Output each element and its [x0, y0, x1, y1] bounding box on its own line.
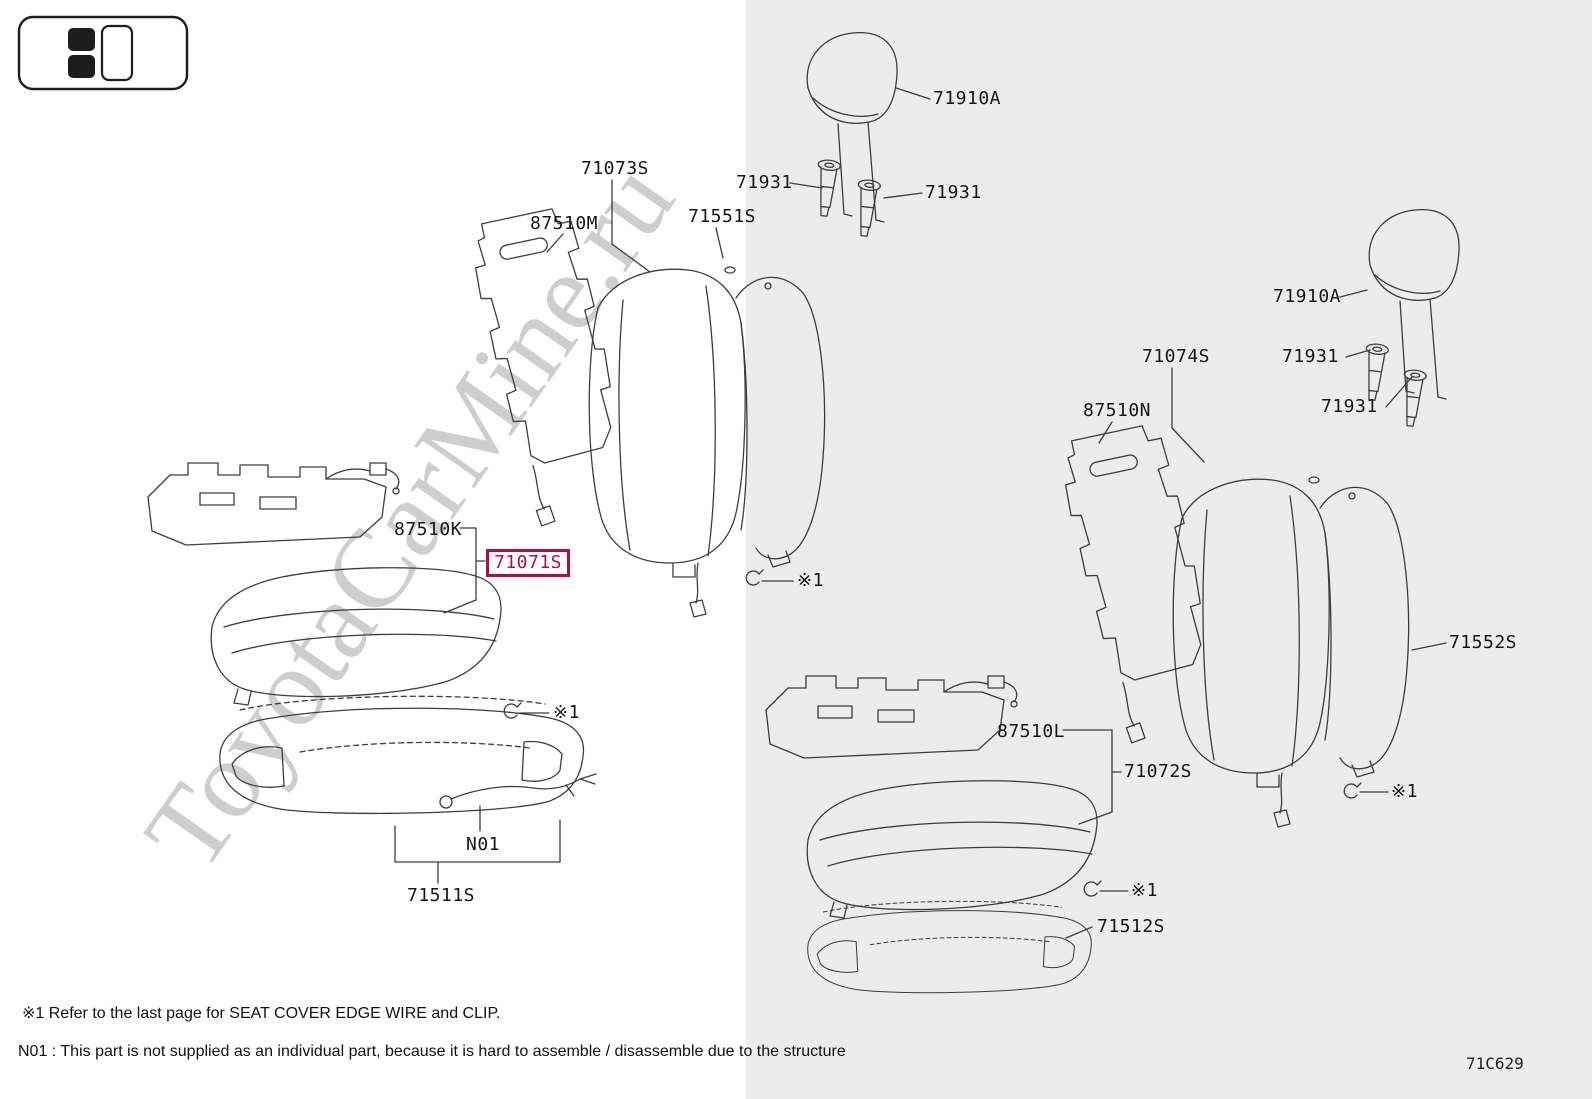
part-label-seatback-heater-right[interactable]: 87510N: [1083, 400, 1152, 421]
part-label-cushion-heater-left[interactable]: 87510K: [394, 519, 463, 540]
right-seat-assembly: [765, 208, 1460, 994]
part-label-cushion-cover-left[interactable]: 71511S: [407, 885, 476, 906]
part-label-guide-left-b[interactable]: 71931: [925, 182, 982, 203]
part-label-headrest-left[interactable]: 71910A: [933, 88, 1002, 109]
right-panel-background: [746, 0, 1592, 1099]
footnote-n01: N01 : This part is not supplied as an in…: [18, 1043, 846, 1060]
ref-mark-4: ※1: [1131, 880, 1158, 901]
selected-part-label[interactable]: 71071S: [486, 549, 571, 577]
part-label-cushion-assy-right[interactable]: 71072S: [1124, 761, 1193, 782]
diagram-code: 71C629: [1466, 1054, 1524, 1073]
ref-mark-2: ※1: [553, 702, 580, 723]
part-label-guide-left-a[interactable]: 71931: [736, 172, 793, 193]
n01-mark: N01: [466, 834, 501, 855]
part-label-seatback-heater-left[interactable]: 87510M: [530, 213, 599, 234]
part-label-seatback-cover-left[interactable]: 71551S: [688, 206, 757, 227]
part-label-cushion-cover-right[interactable]: 71512S: [1097, 916, 1166, 937]
ref-mark-1: ※1: [797, 570, 824, 591]
seat-position-icon: [17, 15, 189, 91]
part-label-headrest-right[interactable]: 71910A: [1273, 286, 1342, 307]
part-label-seatback-cover-right[interactable]: 71552S: [1449, 632, 1518, 653]
left-seat-assembly: [147, 31, 898, 815]
leader-lines: [394, 87, 1447, 939]
ref-mark-3: ※1: [1391, 781, 1418, 802]
part-label-seatback-assy-right[interactable]: 71074S: [1142, 346, 1211, 367]
footnote-ref: ※1 Refer to the last page for SEAT COVER…: [22, 1005, 501, 1022]
part-label-guide-right-a[interactable]: 71931: [1282, 346, 1339, 367]
part-label-guide-right-b[interactable]: 71931: [1321, 396, 1378, 417]
part-label-cushion-heater-right[interactable]: 87510L: [997, 721, 1066, 742]
part-label-seatback-assy-left[interactable]: 71073S: [581, 158, 650, 179]
